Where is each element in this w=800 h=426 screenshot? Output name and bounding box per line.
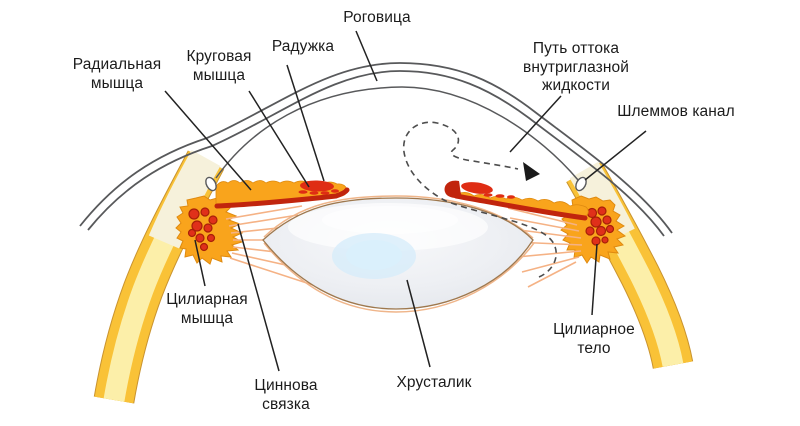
iris-right	[444, 180, 589, 221]
label-ciliary-muscle: Цилиарная мышца	[166, 291, 248, 327]
label-iris: Радужка	[271, 38, 335, 55]
leader-lens	[406, 279, 431, 368]
cornea-inner-arc	[87, 70, 665, 237]
schlemm-canal-right-oval	[575, 176, 587, 192]
ciliary-body-left	[175, 195, 244, 265]
label-circular-muscle: Круговая мышца	[186, 48, 252, 84]
label-schlemm-canal: Шлеммов канал	[617, 103, 735, 120]
schlemm-canal-left-oval	[205, 176, 217, 192]
lens-shape	[262, 195, 535, 313]
leader-cornea	[355, 30, 378, 82]
cornea-outer-arc	[79, 62, 673, 234]
label-zinn-ligament: Циннова связка	[254, 377, 318, 413]
lens-highlight	[322, 206, 458, 234]
leader-ciliary-muscle	[194, 239, 206, 287]
anterior-chamber-arc	[215, 86, 579, 181]
label-ciliary-body: Цилиарное тело	[553, 321, 635, 357]
leader-ciliary-body	[591, 243, 598, 316]
label-outflow-path: Путь оттока внутриглазной жидкости	[523, 40, 629, 95]
outflow-arrowhead	[523, 162, 540, 181]
aqueous-outflow-dashed-path	[403, 121, 557, 278]
leader-iris	[286, 64, 325, 182]
leader-lines	[164, 30, 647, 372]
leader-outflow-path	[509, 95, 562, 153]
sclera-band-left	[93, 149, 225, 404]
label-cornea: Роговица	[343, 9, 411, 26]
lens-blue-spot	[346, 240, 402, 270]
leader-circular-muscle	[248, 90, 310, 188]
leader-zinn-ligament	[237, 223, 280, 372]
label-radial-muscle: Радиальная мышца	[72, 56, 162, 92]
cornea-arcs	[79, 62, 673, 237]
leader-schlemm-canal	[584, 130, 647, 181]
leader-radial-muscle	[164, 90, 252, 191]
label-lens: Хрусталик	[396, 374, 472, 391]
